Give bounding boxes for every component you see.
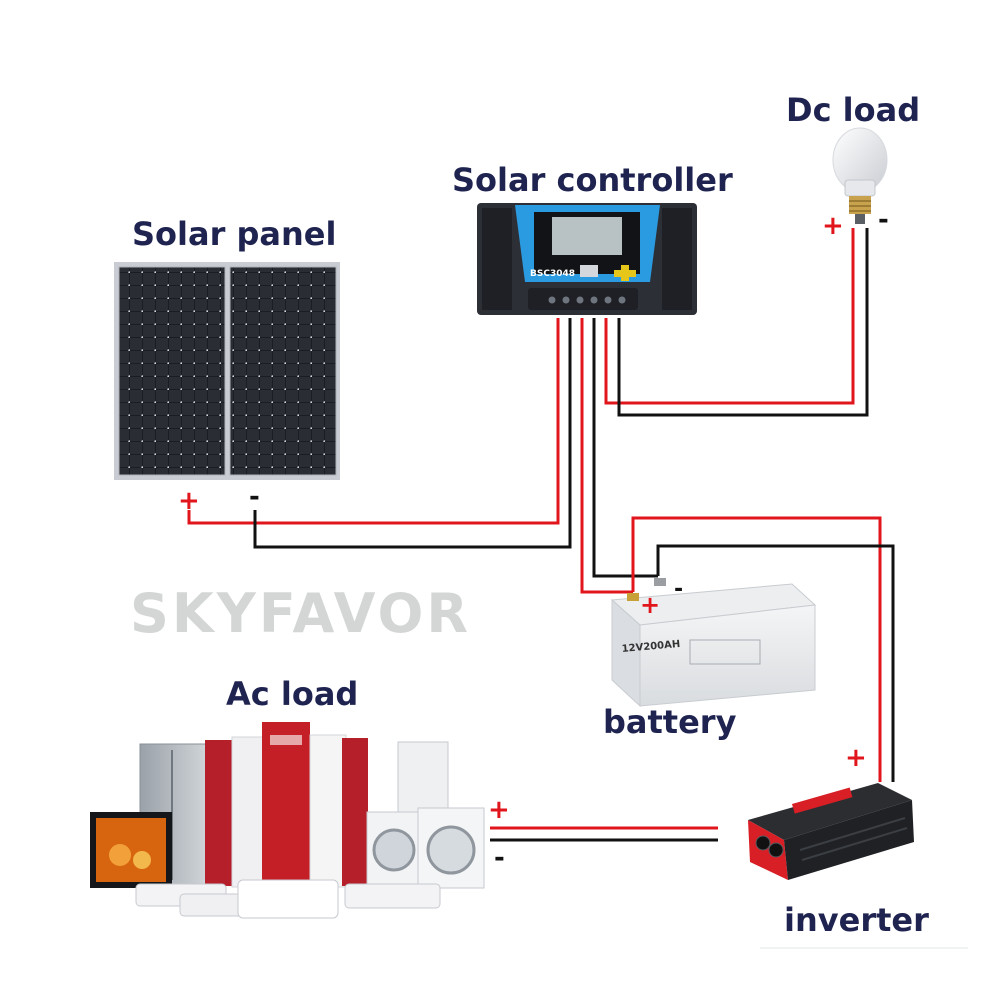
polarity-plus: + [640, 591, 660, 619]
solar-panel [114, 262, 340, 480]
polarity-plus: + [488, 795, 510, 825]
label-solar-panel: Solar panel [132, 215, 336, 253]
inverter [748, 783, 914, 880]
controller-button [604, 296, 612, 304]
dc-load-bulb [832, 127, 888, 224]
wire-inverter-negative [656, 544, 895, 782]
polarity-plus: + [178, 486, 200, 516]
label-ac-load: Ac load [226, 675, 358, 713]
solar-controller: BSC3048 [477, 203, 697, 315]
wire-panel-negative [253, 318, 572, 549]
wire-dcload-positive [604, 228, 855, 405]
label-battery: battery [603, 703, 737, 741]
wires [187, 228, 895, 842]
controller-button [618, 296, 626, 304]
watermark: SKYFAVOR [130, 582, 471, 645]
battery: 12V200AH [610, 578, 817, 708]
polarity-minus: - [878, 205, 889, 235]
label-inverter: inverter [784, 901, 929, 939]
wire-battery-negative [592, 318, 658, 578]
controller-model-label: BSC3048 [530, 269, 575, 279]
controller-button [548, 296, 556, 304]
polarity-minus: - [494, 843, 505, 873]
label-dc-load: Dc load [786, 91, 920, 129]
polarity-plus: + [845, 743, 867, 773]
wire-dcload-negative [617, 228, 869, 417]
polarity-plus: + [822, 211, 844, 241]
controller-button [590, 296, 598, 304]
controller-button [562, 296, 570, 304]
label-solar-controller: Solar controller [452, 161, 733, 199]
wire-battery-positive [580, 318, 633, 594]
wire-panel-positive [187, 318, 560, 525]
battery-model-label: 12V200AH [621, 639, 680, 655]
polarity-minus: - [674, 577, 683, 602]
controller-button [576, 296, 584, 304]
polarity-minus: - [249, 482, 260, 512]
ac-load-appliances [90, 722, 485, 919]
wire-inverter-positive [631, 516, 882, 782]
